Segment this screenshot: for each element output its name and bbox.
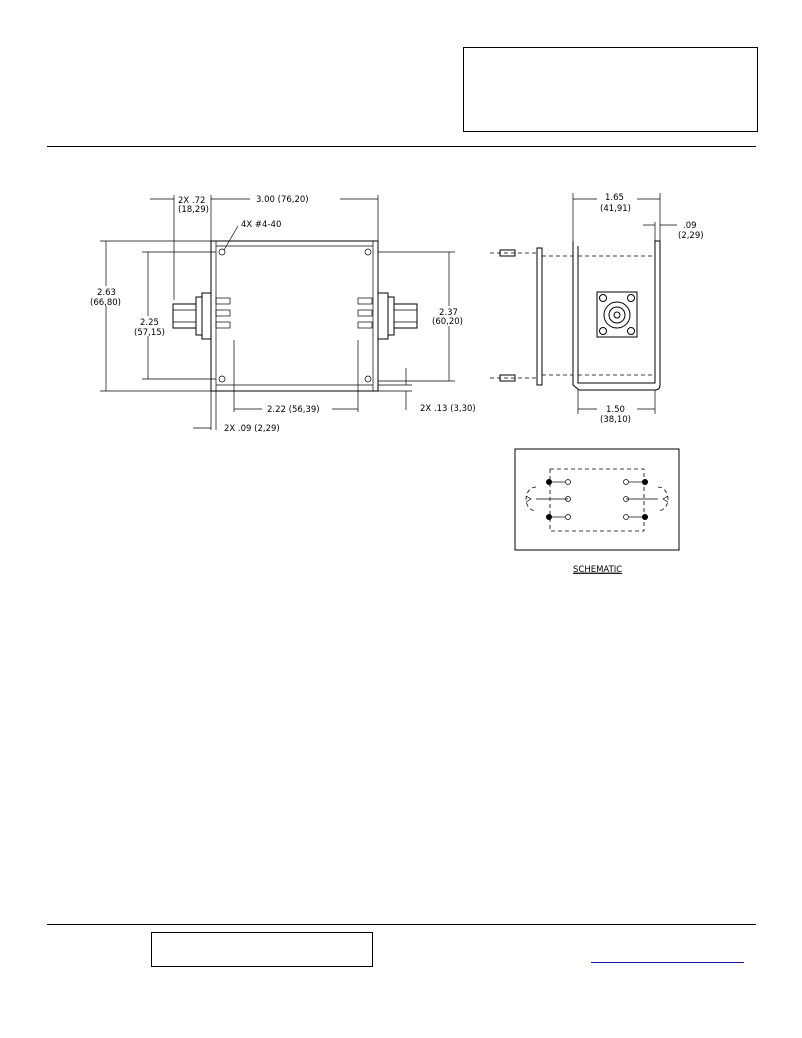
dim-bottom-offset: 2X .13 (3,30) (420, 404, 476, 414)
side-view: 1.65 (41,91) .09 (2,29) 1.50 (38,10) (490, 191, 704, 425)
side-plate (536, 247, 543, 386)
title-block (463, 47, 758, 132)
dim-height-line1: 2.63 (97, 288, 116, 298)
schematic-frame (514, 448, 680, 551)
dim-flange: 2X .09 (2,29) (224, 424, 280, 434)
footer-rule (47, 924, 756, 925)
footer-link[interactable] (591, 956, 744, 963)
dim-right-height-line1: 2.37 (439, 308, 458, 318)
dim-connector-spacing: 2.22 (56,39) (267, 405, 320, 415)
front-view: 3.00 (76,20) 2X .72 (18,29) 4X #4-40 2.6… (84, 193, 476, 434)
right-bnc-connector (357, 292, 418, 340)
dim-lip-line1: .09 (683, 221, 697, 231)
dim-inner-height-line2: (57,15) (134, 328, 165, 338)
enclosure-outline (210, 240, 379, 392)
dim-inner-height-line1: 2.25 (140, 318, 159, 328)
side-body (572, 240, 661, 391)
dim-height-line2: (66,80) (90, 298, 121, 308)
schematic-caption: SCHEMATIC (573, 565, 622, 575)
dim-holes: 4X #4-40 (241, 220, 281, 230)
dim-base-line1: 1.50 (606, 405, 625, 415)
dim-right-height-line2: (60,20) (432, 317, 463, 327)
header-rule (47, 146, 756, 147)
dim-depth-line1: 1.65 (605, 193, 624, 203)
dim-lip-line2: (2,29) (678, 231, 704, 241)
dim-offset-line1: 2X .72 (178, 196, 205, 206)
dim-depth-line2: (41,91) (600, 204, 631, 214)
footer-box (151, 932, 373, 967)
dim-offset-line2: (18,29) (178, 205, 209, 215)
panel-bnc-connector (596, 291, 638, 338)
mounting-holes (218, 248, 372, 383)
schematic: SCHEMATIC (514, 448, 680, 575)
dim-width: 3.00 (76,20) (256, 195, 309, 205)
dim-base-line2: (38,10) (600, 415, 631, 425)
left-bnc-connector (172, 292, 231, 340)
side-screws (490, 249, 537, 382)
